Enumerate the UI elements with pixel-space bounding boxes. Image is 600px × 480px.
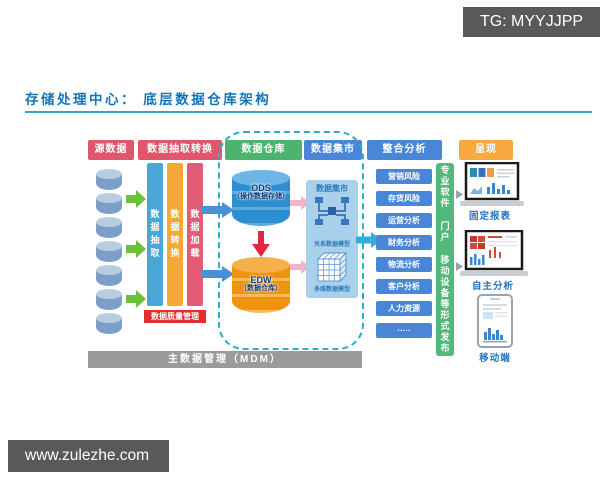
cylinder-body bbox=[232, 178, 290, 226]
source-databases bbox=[96, 166, 122, 334]
title-underline bbox=[25, 111, 592, 113]
gray-right-arrow-icon bbox=[456, 190, 463, 199]
database-cylinder-icon bbox=[96, 217, 122, 238]
analysis-item: 客户分析 bbox=[376, 279, 432, 294]
pink-right-arrow-icon bbox=[290, 260, 310, 274]
publish-channels-bar: 专业软件 门户 移动设备等形式发布 bbox=[436, 163, 454, 356]
edw-cylinder: EDW （数据仓库） bbox=[232, 257, 290, 319]
header-analysis: 整合分析 bbox=[367, 140, 442, 160]
analysis-item: 运营分析 bbox=[376, 213, 432, 228]
database-cylinder-icon bbox=[96, 265, 122, 286]
page-title: 存储处理中心： 底层数据仓库架构 bbox=[25, 92, 272, 107]
relational-model-label: 关系数据模型 bbox=[313, 242, 350, 248]
fixed-report-laptop-icon bbox=[460, 162, 524, 206]
cylinder-cap bbox=[232, 257, 290, 273]
database-cylinder-icon bbox=[96, 193, 122, 214]
database-cylinder-icon bbox=[96, 241, 122, 262]
database-cylinder-icon bbox=[96, 313, 122, 334]
red-down-arrow-icon bbox=[252, 231, 270, 257]
analysis-item: 财务分析 bbox=[376, 235, 432, 250]
mobile-label: 移动端 bbox=[479, 353, 511, 364]
etl-transform-bar: 数据转换 bbox=[167, 163, 183, 306]
data-quality-box: 数据质量管理 bbox=[144, 310, 206, 323]
analysis-item-more: ····· bbox=[376, 323, 432, 338]
data-mart-title: 数据集市 bbox=[316, 184, 348, 193]
mdm-bar: 主数据管理（MDM） bbox=[88, 351, 362, 368]
edw-name: EDW bbox=[250, 275, 272, 285]
blue-right-arrow-icon bbox=[202, 266, 234, 282]
ods-desc: （操作数据存储） bbox=[233, 193, 289, 200]
watermark: www.zulezhe.com bbox=[8, 440, 169, 472]
analysis-item: 营销风险 bbox=[376, 169, 432, 184]
data-mart-box: 数据集市 关系数据模型 多维数据模型 bbox=[306, 180, 358, 298]
analysis-item: 物流分析 bbox=[376, 257, 432, 272]
blue-right-arrow-icon bbox=[202, 202, 234, 218]
header-etl: 数据抽取转换 bbox=[138, 140, 222, 160]
ods-name: ODS bbox=[251, 183, 271, 193]
analysis-item: 人力资源 bbox=[376, 301, 432, 316]
gray-right-arrow-icon bbox=[456, 262, 463, 271]
database-cylinder-icon bbox=[96, 169, 122, 190]
edw-desc: （数据仓库） bbox=[240, 285, 282, 292]
pink-right-arrow-icon bbox=[290, 196, 310, 210]
cylinder-cap bbox=[232, 170, 290, 186]
header-presentation: 呈现 bbox=[459, 140, 513, 160]
green-right-arrow-icon bbox=[126, 240, 146, 258]
olap-cube-icon bbox=[316, 251, 348, 283]
star-schema-icon bbox=[315, 197, 349, 225]
ods-cylinder: ODS （操作数据存储） bbox=[232, 170, 290, 232]
self-analysis-label: 自主分析 bbox=[471, 281, 514, 292]
database-cylinder-icon bbox=[96, 289, 122, 310]
mobile-phone-icon bbox=[477, 294, 513, 348]
header-data-warehouse: 数据仓库 bbox=[225, 140, 302, 160]
cyan-right-arrow-icon bbox=[356, 232, 382, 248]
analysis-list: 营销风险 存货风险 运营分析 财务分析 物流分析 客户分析 人力资源 ····· bbox=[376, 169, 432, 338]
fixed-report-label: 固定报表 bbox=[468, 211, 511, 222]
analysis-item: 存货风险 bbox=[376, 191, 432, 206]
cylinder-body bbox=[232, 265, 290, 313]
header-source-data: 源数据 bbox=[88, 140, 134, 160]
green-right-arrow-icon bbox=[126, 190, 146, 208]
multidim-model-label: 多维数据模型 bbox=[313, 287, 350, 293]
etl-load-bar: 数据加载 bbox=[187, 163, 203, 306]
green-right-arrow-icon bbox=[126, 290, 146, 308]
tg-badge: TG: MYYJJPP bbox=[463, 7, 600, 37]
self-analysis-laptop-icon bbox=[460, 230, 528, 276]
etl-extract-bar: 数据抽取 bbox=[147, 163, 163, 306]
